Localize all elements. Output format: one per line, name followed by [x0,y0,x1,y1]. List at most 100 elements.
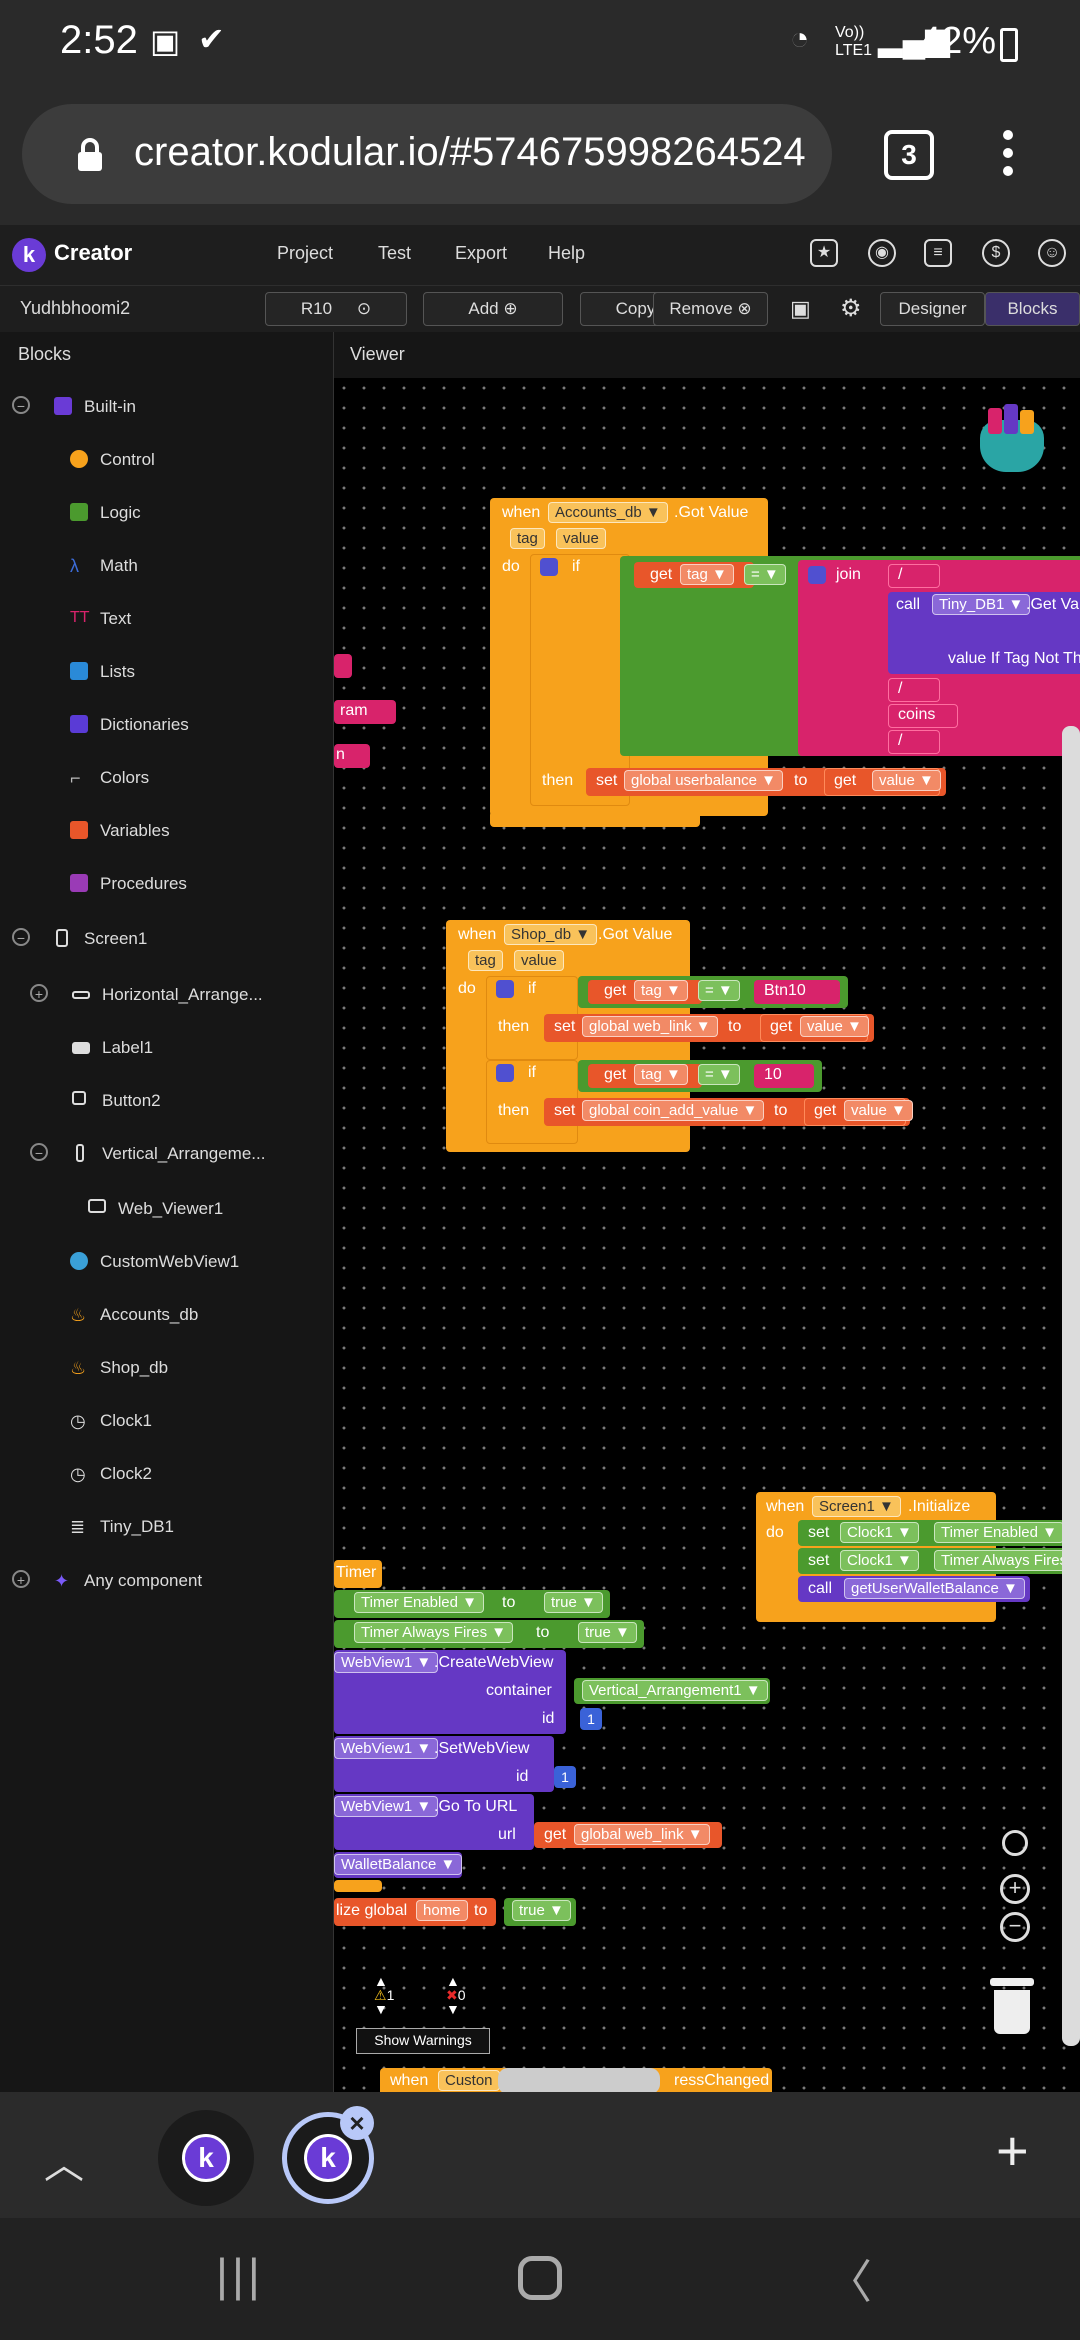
value-dropdown[interactable]: value ▼ [800,1016,869,1037]
global-var-dropdown[interactable]: global userbalance ▼ [624,770,783,791]
tree-label1[interactable]: Label1 [0,1028,333,1068]
menu-project[interactable]: Project [277,243,334,263]
tree-vertical-arrangement[interactable]: − Vertical_Arrangeme... [0,1134,333,1174]
partial-text-block[interactable] [334,700,396,724]
collapse-icon[interactable]: − [12,396,30,414]
tree-horizontal-arrangement[interactable]: + Horizontal_Arrange... [0,975,333,1015]
component-dropdown[interactable]: WebView1 ▼ [334,1738,439,1759]
true-dropdown[interactable]: true ▼ [578,1622,637,1643]
component-dropdown[interactable]: Screen1 ▼ [812,1496,901,1517]
partial-text-block[interactable] [334,654,352,678]
expand-icon[interactable]: + [12,1570,30,1588]
tree-shop-db[interactable]: ♨Shop_db [0,1348,333,1388]
blocks-button[interactable]: Blocks [985,292,1080,326]
settings-icon[interactable]: ⚙ [840,295,862,322]
tree-variables[interactable]: Variables [0,811,333,851]
text-10[interactable] [754,1064,814,1088]
tree-any-component[interactable]: + ✦ Any component [0,1561,333,1601]
partial-timer-block[interactable] [334,1560,382,1588]
property-dropdown[interactable]: Timer Always Fires ▼ [354,1622,514,1643]
folder-star-icon[interactable]: ★ [810,239,838,267]
trash-icon[interactable] [990,1978,1034,2034]
menu-export[interactable]: Export [455,243,508,263]
tree-tinydb1[interactable]: ≣Tiny_DB1 [0,1507,333,1547]
tree-customwebview1[interactable]: CustomWebView1 [0,1242,333,1282]
tab-thumbnail[interactable]: k [158,2110,254,2206]
gear-icon[interactable] [496,980,514,998]
global-var-dropdown[interactable]: global web_link ▼ [574,1824,710,1845]
tinydb-dropdown[interactable]: Tiny_DB1 ▼ [932,594,1031,615]
text-slash[interactable] [888,564,940,588]
compare-op[interactable]: = ▼ [698,1064,740,1085]
partial-text-block[interactable] [334,744,370,768]
backpack-icon[interactable] [970,400,1050,480]
tree-procedures[interactable]: Procedures [0,864,333,904]
recenter-icon[interactable] [1002,1830,1028,1856]
zoom-out-icon[interactable]: − [1000,1912,1030,1942]
blocks-workspace[interactable]: when Accounts_db ▼ .Got Value tag value … [334,378,1080,2092]
property-dropdown[interactable]: Timer Always Fires ▼ [934,1550,1080,1571]
procedure-dropdown[interactable]: getUserWalletBalance ▼ [844,1578,1025,1599]
show-warnings-button[interactable]: Show Warnings [356,2028,490,2054]
new-tab-icon[interactable]: + [996,2119,1029,2182]
screenshot-icon[interactable]: ▣ [790,296,811,321]
tree-accounts-db[interactable]: ♨Accounts_db [0,1295,333,1335]
component-dropdown[interactable]: Accounts_db ▼ [548,502,668,523]
account-icon[interactable]: ☺ [1038,239,1066,267]
value-dropdown[interactable]: value ▼ [844,1100,913,1121]
home-icon[interactable] [518,2256,562,2300]
add-button[interactable]: Add ⊕ [423,292,563,326]
clock-dropdown[interactable]: Clock1 ▼ [840,1550,919,1571]
component-dropdown[interactable]: Shop_db ▼ [504,924,598,945]
recents-icon[interactable]: ||| [216,2249,264,2301]
tree-button2[interactable]: Button2 [0,1081,333,1121]
text-slash[interactable] [888,730,940,754]
tree-dictionaries[interactable]: Dictionaries [0,705,333,745]
param-value[interactable]: value [556,528,606,549]
var-dropdown[interactable]: tag ▼ [634,1064,688,1085]
tree-clock1[interactable]: ◷Clock1 [0,1401,333,1441]
vertical-scrollbar[interactable] [1062,726,1080,2046]
text-btn10[interactable] [754,980,840,1004]
param-value[interactable]: value [514,950,564,971]
palette-icon[interactable]: ◉ [868,239,896,267]
tree-builtin[interactable]: − Built-in [0,387,333,427]
compare-op[interactable]: = ▼ [698,980,740,1001]
text-coins[interactable] [888,704,958,728]
value-dropdown[interactable]: value ▼ [872,770,941,791]
zoom-in-icon[interactable]: + [1000,1874,1030,1904]
dollar-icon[interactable]: $ [982,239,1010,267]
var-dropdown[interactable]: tag ▼ [634,980,688,1001]
gear-icon[interactable] [540,558,558,576]
number-block[interactable]: 1 [580,1708,602,1730]
warning-nav[interactable]: ▲⚠1▼ [374,1973,395,2017]
var-dropdown[interactable]: tag ▼ [680,564,734,585]
tree-web-viewer1[interactable]: Web_Viewer1 [0,1189,333,1229]
collapse-icon[interactable]: − [30,1143,48,1161]
initialize-global-block[interactable] [334,1898,496,1926]
close-tab-icon[interactable]: × [340,2106,374,2140]
designer-button[interactable]: Designer [880,292,985,326]
url-field[interactable]: creator.kodular.io/#574675998264524 [22,104,832,204]
number-block[interactable]: 1 [554,1766,576,1788]
global-var-dropdown[interactable]: global web_link ▼ [582,1016,718,1037]
library-icon[interactable]: ≡ [924,239,952,267]
global-var-dropdown[interactable]: global coin_add_value ▼ [582,1100,765,1121]
menu-test[interactable]: Test [378,243,412,263]
menu-help[interactable]: Help [548,243,586,263]
param-tag[interactable]: tag [468,950,503,971]
tree-lists[interactable]: Lists [0,652,333,692]
clock-dropdown[interactable]: Clock1 ▼ [840,1522,919,1543]
error-nav[interactable]: ▲✖0▼ [446,1973,466,2017]
chevron-up-icon[interactable]: ︿ [44,2143,84,2187]
tab-count-button[interactable]: 3 [884,130,934,180]
text-slash[interactable] [888,678,940,702]
gear-icon[interactable] [496,1064,514,1082]
component-dropdown[interactable]: WebView1 ▼ [334,1652,439,1673]
gear-icon[interactable] [808,566,826,584]
true-dropdown[interactable]: true ▼ [544,1592,603,1613]
tree-clock2[interactable]: ◷Clock2 [0,1454,333,1494]
property-dropdown[interactable]: Timer Enabled ▼ [354,1592,485,1613]
